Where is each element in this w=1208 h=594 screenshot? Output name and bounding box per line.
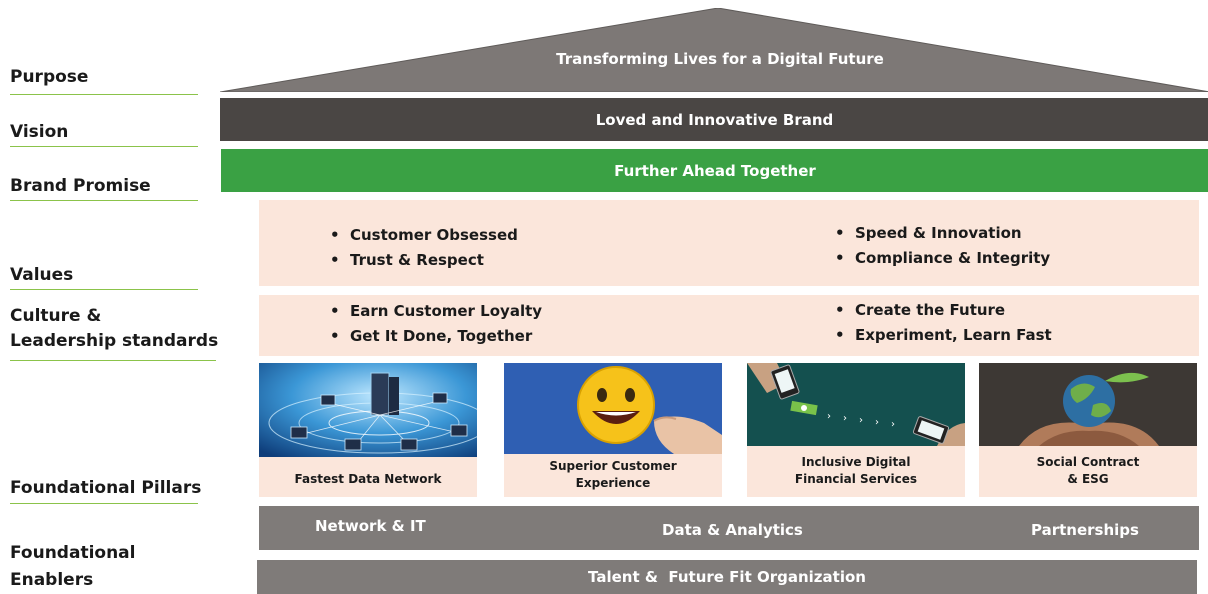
value-item: •Speed & Innovation	[835, 224, 1022, 242]
mobile-money-image: › › › › ›	[747, 363, 965, 446]
enabler-data-analytics: Data & Analytics	[662, 521, 803, 539]
globe-in-hands-image	[979, 363, 1197, 446]
culture-item: •Get It Done, Together	[330, 327, 533, 345]
enablers-label-line2: Enablers	[10, 570, 94, 590]
value-item: •Customer Obsessed	[330, 226, 518, 244]
pillar-label: Fastest Data Network	[294, 472, 442, 486]
brand-promise-statement: Further Ahead Together	[614, 161, 816, 180]
svg-text:›: ›	[859, 415, 863, 426]
vision-band: Loved and Innovative Brand	[220, 98, 1208, 141]
purpose-roof	[220, 8, 1208, 92]
pillar-label: Experience	[575, 476, 651, 490]
purpose-label: Purpose	[10, 67, 89, 87]
pillar-label: Financial Services	[794, 472, 918, 486]
culture-label-line1: Culture &	[10, 306, 102, 326]
pillar-label-group: Social Contract & ESG	[979, 454, 1197, 488]
enablers-label: Foundational Enablers	[10, 542, 198, 591]
pillar-label: Superior Customer	[549, 459, 677, 473]
culture-item: •Earn Customer Loyalty	[330, 302, 543, 320]
values-panel	[259, 200, 1199, 286]
pillar-label-group: Superior Customer Experience	[504, 458, 722, 492]
network-image	[259, 363, 477, 457]
pillars-divider	[10, 503, 198, 504]
brand-promise-label: Brand Promise	[10, 176, 151, 196]
pillar-label: & ESG	[1067, 472, 1109, 486]
pillar-inclusive-digital-financial-services: › › › › › Inclusive Digital Financial Se…	[747, 363, 965, 497]
culture-label: Culture & Leadership standards	[10, 305, 225, 352]
value-item: •Trust & Respect	[330, 251, 484, 269]
pillar-fastest-data-network: Fastest Data Network	[259, 363, 477, 497]
value-item: •Compliance & Integrity	[835, 249, 1051, 267]
pillar-label: Inclusive Digital	[801, 455, 911, 469]
values-label: Values	[10, 265, 74, 285]
brand-promise-band: Further Ahead Together	[221, 149, 1208, 192]
brand-promise-divider	[10, 200, 198, 201]
vision-label: Vision	[10, 122, 69, 142]
pillars-label: Foundational Pillars	[10, 478, 202, 498]
vision-statement: Loved and Innovative Brand	[595, 110, 834, 129]
enablers-label-line1: Foundational	[10, 543, 136, 563]
purpose-statement: Transforming Lives for a Digital Future	[556, 50, 884, 68]
culture-panel	[259, 295, 1199, 356]
svg-text:›: ›	[875, 417, 879, 428]
values-divider	[10, 289, 198, 290]
enablers-band: Network & IT Data & Analytics Partnershi…	[259, 506, 1199, 550]
svg-text:›: ›	[891, 419, 895, 430]
culture-divider	[10, 360, 216, 361]
pillar-social-contract-esg: Social Contract & ESG	[979, 363, 1197, 497]
svg-text:›: ›	[827, 411, 831, 422]
pillar-superior-customer-experience: Superior Customer Experience	[504, 363, 722, 497]
culture-item: •Experiment, Learn Fast	[835, 326, 1052, 344]
culture-label-line2: Leadership standards	[10, 331, 219, 351]
vision-divider	[10, 146, 198, 147]
smiley-image	[504, 363, 722, 454]
talent-band: Talent & Future Fit Organization	[257, 560, 1197, 594]
enabler-partnerships: Partnerships	[1031, 521, 1139, 539]
enabler-network-it: Network & IT	[315, 517, 426, 535]
pillar-label-group: Inclusive Digital Financial Services	[747, 454, 965, 488]
culture-item: •Create the Future	[835, 301, 1006, 319]
purpose-divider	[10, 94, 198, 95]
svg-text:›: ›	[843, 413, 847, 424]
pillar-label: Social Contract	[1036, 455, 1140, 469]
enabler-talent: Talent & Future Fit Organization	[588, 568, 866, 586]
